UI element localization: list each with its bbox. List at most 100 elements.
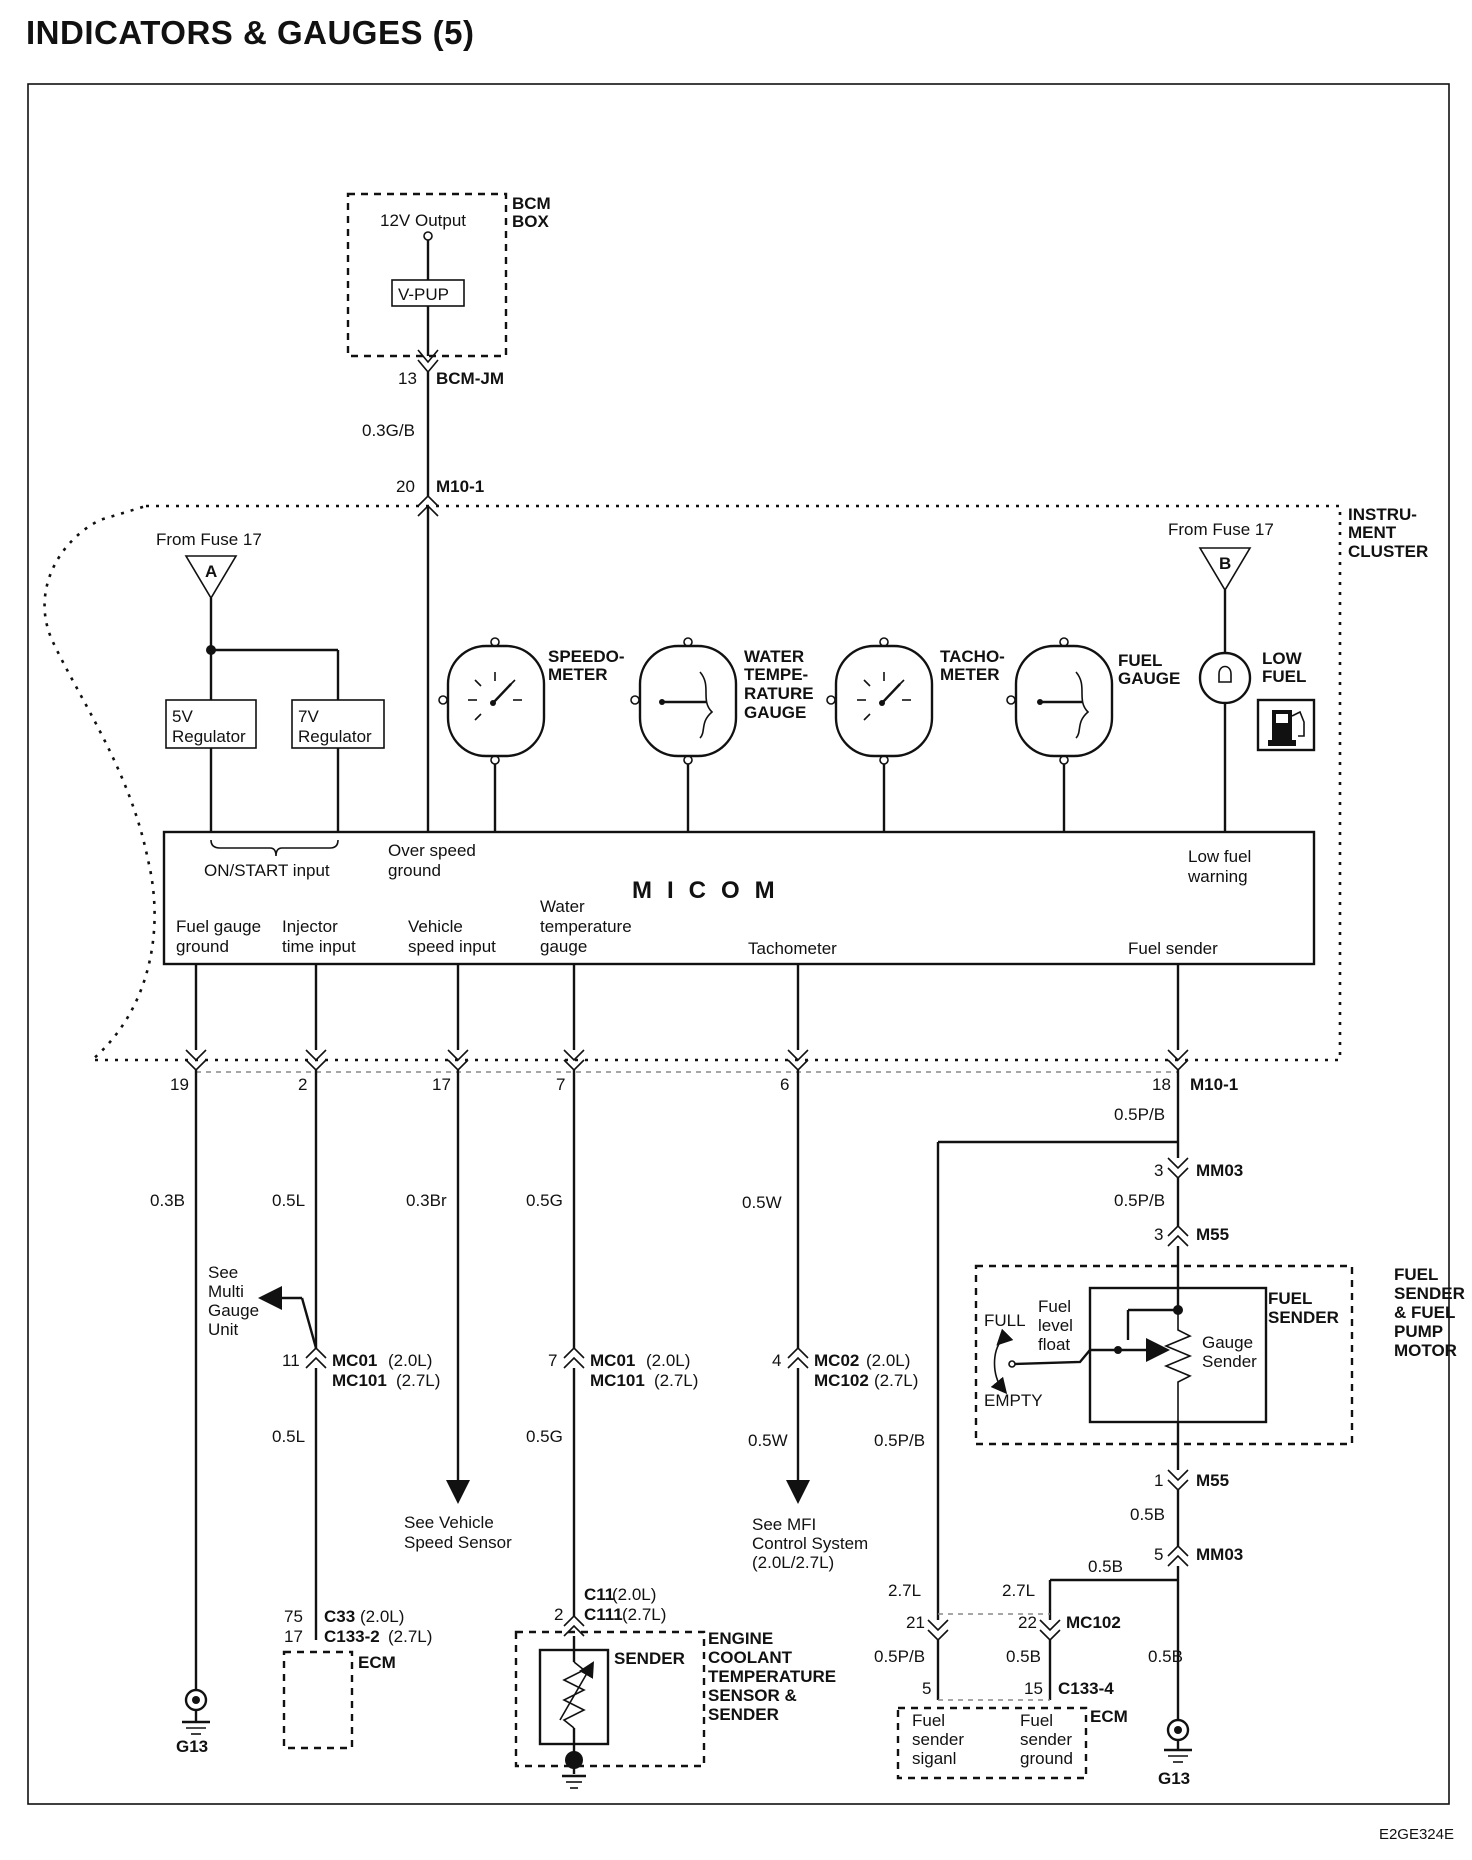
fuel-float-arm <box>1014 1338 1170 1366</box>
low-fuel-warning-1: Low fuel <box>1188 847 1251 866</box>
mc02-var: (2.0L) <box>866 1351 910 1370</box>
m10-connector-bottom: 19 2 17 7 6 18 M10-1 <box>170 1049 1238 1094</box>
mc102-connector-22 <box>1039 1619 1061 1642</box>
see-multi-1: See <box>208 1263 238 1282</box>
ecm-left-box <box>282 1650 354 1750</box>
c33-label: C33 <box>324 1607 355 1626</box>
float-label-2: level <box>1038 1316 1073 1335</box>
ecm-pin-17: 17 <box>284 1627 303 1646</box>
see-multi-4: Unit <box>208 1320 239 1339</box>
fuel-sender-pump-box <box>974 1264 1354 1446</box>
fuel-sender-circuit: 0.5P/B 3 MM03 0.5P/B 3 M55 FUEL SENDER F… <box>874 1070 1465 1788</box>
m55-pin-3: 3 <box>1154 1225 1163 1244</box>
gauge-sender-label-1: Gauge <box>1202 1333 1253 1352</box>
fs-motor-label-1: FUEL <box>1394 1265 1438 1284</box>
low-fuel-label-2: FUEL <box>1262 667 1306 686</box>
mm03-connector-bottom <box>1167 1544 1189 1567</box>
m55-pin-1: 1 <box>1154 1471 1163 1490</box>
injector-label-2: time input <box>282 937 356 956</box>
mm03-label-bottom: MM03 <box>1196 1545 1243 1564</box>
wire-05l-a: 0.5L <box>272 1191 305 1210</box>
diagram-code: E2GE324E <box>1378 1826 1454 1843</box>
low-fuel-lamp <box>1198 651 1252 705</box>
ect-label-3: TEMPERATURE <box>708 1667 836 1686</box>
m55-connector-top <box>1167 1224 1189 1247</box>
fsg-label-2: sender <box>1020 1730 1072 1749</box>
see-vss-2: Speed Sensor <box>404 1533 512 1552</box>
vehicle-speed-label-1: Vehicle <box>408 917 463 936</box>
speedometer-gauge: SPEEDO- METER <box>438 637 625 832</box>
fuse-b-letter: B <box>1219 554 1231 573</box>
wire-05g-b: 0.5G <box>526 1427 563 1446</box>
wire-05b-4: 0.5B <box>1148 1647 1183 1666</box>
c133-4-label: C133-4 <box>1058 1679 1114 1698</box>
reg7-label-1: 7V <box>298 707 319 726</box>
instrument-cluster-outline: INSTRU- MENT CLUSTER <box>43 504 1428 1062</box>
float-label-1: Fuel <box>1038 1297 1071 1316</box>
c11-pin-2: 2 <box>554 1605 563 1624</box>
pin-6: 6 <box>780 1075 789 1094</box>
see-mfi-2: Control System <box>752 1534 868 1553</box>
tacho-label-1: TACHO- <box>940 647 1005 666</box>
wire-03b: 0.3B <box>150 1191 185 1210</box>
float-label-3: float <box>1038 1335 1070 1354</box>
mc02-pin-4: 4 <box>772 1351 781 1370</box>
reg7-label-2: Regulator <box>298 727 372 746</box>
mc02-label: MC02 <box>814 1351 859 1370</box>
gauge-sender-label-2: Sender <box>1202 1352 1257 1371</box>
reg5-label-1: 5V <box>172 707 193 726</box>
see-mfi-3: (2.0L/2.7L) <box>752 1553 834 1572</box>
on-start-brace <box>210 839 339 857</box>
pin-22: 22 <box>1018 1613 1037 1632</box>
pin-18: 18 <box>1152 1075 1171 1094</box>
pin-15: 15 <box>1024 1679 1043 1698</box>
wire-05w-a: 0.5W <box>742 1193 782 1212</box>
fs-motor-label-3: & FUEL <box>1394 1303 1455 1322</box>
fss-label-3: siganl <box>912 1749 956 1768</box>
tachometer-circuit: 0.5W 4 MC02 (2.0L) MC102 (2.7L) 0.5W See… <box>742 1070 918 1572</box>
ect-label-1: ENGINE <box>708 1629 773 1648</box>
wire-05pb-a: 0.5P/B <box>1114 1105 1165 1124</box>
mm03-label-top: MM03 <box>1196 1161 1243 1180</box>
wire-03gb: 0.3G/B <box>362 421 415 440</box>
c133-2-label: C133-2 <box>324 1627 380 1646</box>
speedo-label-1: SPEEDO- <box>548 647 625 666</box>
pin-2: 2 <box>298 1075 307 1094</box>
ecm-right-box <box>896 1706 1088 1780</box>
fuse-b-text: From Fuse 17 <box>1168 520 1274 539</box>
mc102-connector-21 <box>927 1619 949 1642</box>
fuel-sender-label-1: FUEL <box>1268 1289 1312 1308</box>
mc01-inj-label: MC01 <box>332 1351 377 1370</box>
water-temp-gauge: WATER TEMPE- RATURE GAUGE <box>630 637 814 832</box>
fuel-sender-label-2: SENDER <box>1268 1308 1339 1327</box>
mc101-water-label: MC101 <box>590 1371 645 1390</box>
water-label-4: GAUGE <box>744 703 806 722</box>
water-temp-circuit: 0.5G 7 MC01 (2.0L) MC101 (2.7L) 0.5G 2 C… <box>514 1070 836 1789</box>
overspeed-label-2: ground <box>388 861 441 880</box>
pin-19: 19 <box>170 1075 189 1094</box>
on-start-label: ON/START input <box>204 861 330 880</box>
water-label-1: WATER <box>744 647 804 666</box>
mm03-connector-top <box>1167 1157 1189 1180</box>
fuel-gauge-ground-circuit: 0.3B G13 <box>150 1070 210 1756</box>
mc02-connector <box>787 1346 809 1369</box>
bcm-jm-label: BCM-JM <box>436 369 504 388</box>
c33-var: (2.0L) <box>360 1607 404 1626</box>
fuse-a-letter: A <box>205 562 217 581</box>
fuel-gnd-label-1: Fuel gauge <box>176 917 261 936</box>
low-fuel-warning-2: warning <box>1187 867 1248 886</box>
reg5-label-2: Regulator <box>172 727 246 746</box>
fss-label-1: Fuel <box>912 1711 945 1730</box>
fuel-gauge-label-1: FUEL <box>1118 651 1162 670</box>
cluster-label-2: MENT <box>1348 523 1397 542</box>
ect-sensor-box <box>514 1630 706 1768</box>
fuel-pump-icon <box>1256 698 1316 752</box>
water-temp-label-1: Water <box>540 897 585 916</box>
mc101-inj-var: (2.7L) <box>396 1371 440 1390</box>
see-vss-1: See Vehicle <box>404 1513 494 1532</box>
mc01-connector-inj <box>305 1346 327 1369</box>
wire-05l-b: 0.5L <box>272 1427 305 1446</box>
fs-motor-label-2: SENDER <box>1394 1284 1465 1303</box>
mc01-water-var: (2.0L) <box>646 1351 690 1370</box>
